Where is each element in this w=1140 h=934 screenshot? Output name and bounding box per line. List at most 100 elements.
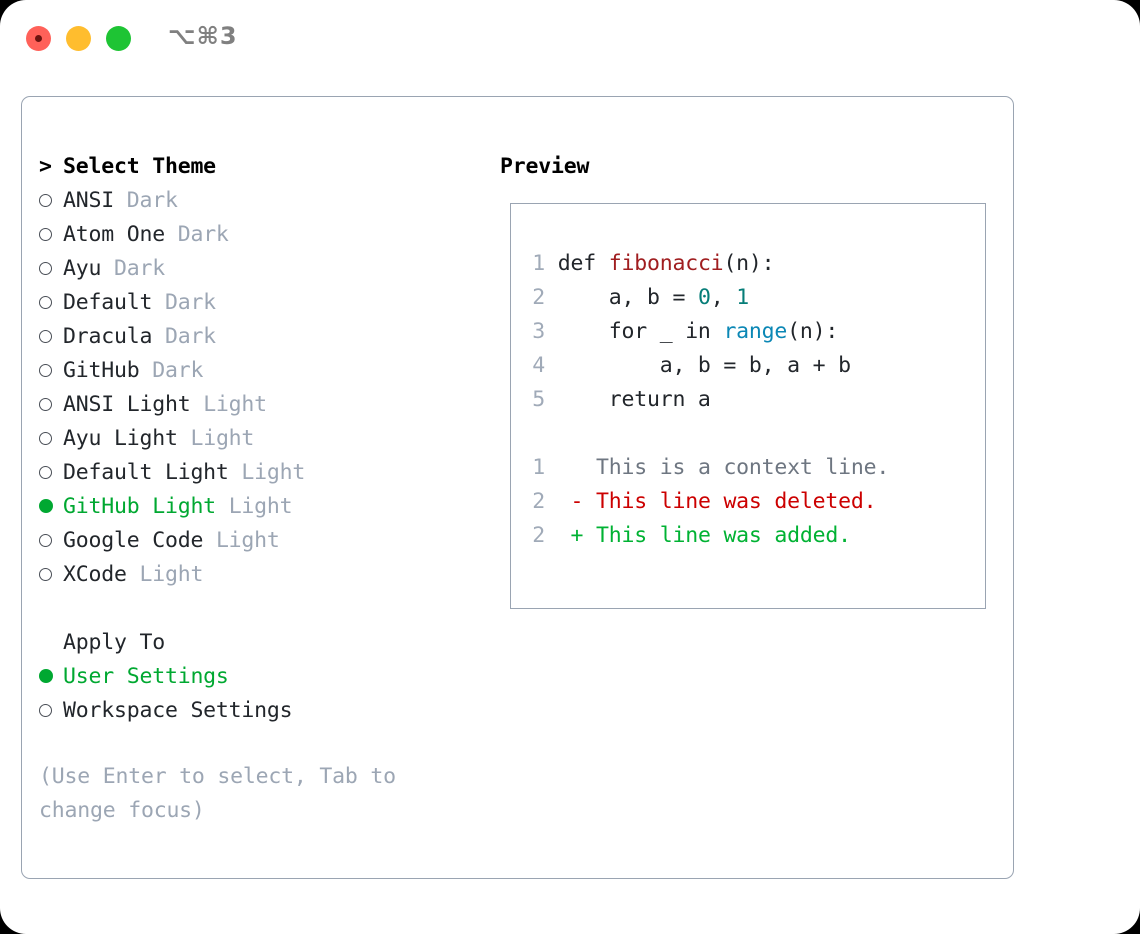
list-spacer bbox=[39, 592, 479, 626]
diff-text: This line was deleted. bbox=[596, 489, 877, 514]
theme-option-google-code[interactable]: Google Code Light bbox=[39, 524, 479, 558]
cursor-caret-icon: > bbox=[39, 154, 52, 179]
theme-variant-tag: Light bbox=[139, 562, 204, 587]
code-line: 5 return a bbox=[523, 383, 889, 417]
theme-option-label: Default bbox=[63, 290, 165, 315]
code-line-number: 2 bbox=[532, 285, 545, 310]
maximize-window-button[interactable] bbox=[106, 26, 131, 51]
radio-unselected-icon bbox=[39, 354, 63, 388]
theme-variant-tag: Light bbox=[203, 392, 267, 417]
apply-to-option-label: Workspace Settings bbox=[63, 698, 293, 723]
radio-unselected-icon bbox=[39, 694, 63, 728]
theme-option-label: Dracula bbox=[63, 324, 165, 349]
theme-option-default[interactable]: Default Dark bbox=[39, 286, 479, 320]
code-token: (n): bbox=[723, 251, 775, 276]
code-token: (n): bbox=[787, 319, 839, 344]
diff-sign: - bbox=[570, 489, 596, 514]
apply-to-option-workspace-settings[interactable]: Workspace Settings bbox=[39, 694, 479, 728]
diff-line: 2 + This line was added. bbox=[523, 519, 889, 553]
code-token: a, b = b, a + b bbox=[557, 353, 851, 378]
theme-option-ayu-light[interactable]: Ayu Light Light bbox=[39, 422, 479, 456]
theme-option-label: Google Code bbox=[63, 528, 216, 553]
theme-option-label: Ayu bbox=[63, 256, 114, 281]
theme-option-label: Atom One bbox=[63, 222, 178, 247]
theme-variant-tag: Light bbox=[215, 528, 280, 553]
apply-to-option-user-settings[interactable]: User Settings bbox=[39, 660, 479, 694]
theme-variant-tag: Light bbox=[228, 494, 293, 519]
keyboard-shortcut-label: ⌥⌘3 bbox=[168, 22, 238, 50]
code-line-number: 3 bbox=[532, 319, 545, 344]
code-token: for _ in bbox=[557, 319, 724, 344]
theme-list-heading: > Select Theme bbox=[39, 150, 479, 184]
diff-sign: + bbox=[570, 523, 596, 548]
apply-to-heading-label: Apply To bbox=[63, 630, 165, 655]
theme-variant-tag: Dark bbox=[177, 222, 229, 247]
radio-selected-icon bbox=[39, 490, 63, 524]
theme-option-dracula[interactable]: Dracula Dark bbox=[39, 320, 479, 354]
code-line-number: 1 bbox=[532, 251, 545, 276]
theme-variant-tag: Dark bbox=[164, 290, 216, 315]
preview-column: Preview 1 def fibonacci(n):2 a, b = 0, 1… bbox=[500, 150, 1000, 609]
theme-list-heading-label: Select Theme bbox=[63, 154, 216, 179]
radio-unselected-icon bbox=[39, 252, 63, 286]
diff-line: 2 - This line was deleted. bbox=[523, 485, 889, 519]
theme-option-github[interactable]: GitHub Dark bbox=[39, 354, 479, 388]
radio-unselected-icon bbox=[39, 456, 63, 490]
radio-unselected-icon bbox=[39, 388, 63, 422]
title-bar: ⌥⌘3 bbox=[0, 0, 1140, 78]
diff-line: 1 This is a context line. bbox=[523, 451, 889, 485]
radio-unselected-icon bbox=[39, 422, 63, 456]
theme-variant-tag: Dark bbox=[164, 324, 216, 349]
code-line-number: 5 bbox=[532, 387, 545, 412]
code-line-number: 4 bbox=[532, 353, 545, 378]
code-token: 0 bbox=[697, 285, 711, 310]
theme-option-default-light[interactable]: Default Light Light bbox=[39, 456, 479, 490]
diff-text: This is a context line. bbox=[596, 455, 890, 480]
apply-to-heading: Apply To bbox=[39, 626, 479, 660]
code-token: def bbox=[557, 251, 609, 276]
theme-option-ayu[interactable]: Ayu Dark bbox=[39, 252, 479, 286]
theme-option-atom-one[interactable]: Atom One Dark bbox=[39, 218, 479, 252]
theme-option-label: ANSI bbox=[63, 188, 127, 213]
code-token: fibonacci bbox=[608, 251, 724, 276]
theme-option-label: GitHub Light bbox=[63, 494, 229, 519]
radio-unselected-icon bbox=[39, 286, 63, 320]
theme-option-label: ANSI Light bbox=[63, 392, 204, 417]
radio-unselected-icon bbox=[39, 558, 63, 592]
theme-variant-tag: Dark bbox=[126, 188, 178, 213]
preview-title: Preview bbox=[500, 154, 590, 179]
code-token: return a bbox=[557, 387, 711, 412]
diff-line-number: 1 bbox=[532, 455, 545, 480]
code-blank-line bbox=[523, 417, 889, 451]
theme-option-ansi[interactable]: ANSI Dark bbox=[39, 184, 479, 218]
radio-unselected-icon bbox=[39, 320, 63, 354]
theme-option-label: XCode bbox=[63, 562, 140, 587]
code-token: range bbox=[723, 319, 788, 344]
radio-unselected-icon bbox=[39, 524, 63, 558]
close-window-button[interactable] bbox=[26, 26, 51, 51]
minimize-window-button[interactable] bbox=[66, 26, 91, 51]
keyboard-hint-text: (Use Enter to select, Tab to change focu… bbox=[39, 764, 396, 823]
diff-sign bbox=[571, 455, 597, 480]
diff-line-number: 2 bbox=[532, 523, 545, 548]
theme-option-xcode[interactable]: XCode Light bbox=[39, 558, 479, 592]
theme-variant-tag: Light bbox=[241, 460, 306, 485]
theme-variant-tag: Light bbox=[190, 426, 255, 451]
code-token: , bbox=[710, 285, 737, 310]
code-token: a, b = bbox=[557, 285, 698, 310]
theme-option-github-light[interactable]: GitHub Light Light bbox=[39, 490, 479, 524]
theme-option-label: Default Light bbox=[63, 460, 242, 485]
apply-to-option-label: User Settings bbox=[63, 664, 229, 689]
theme-option-ansi-light[interactable]: ANSI Light Light bbox=[39, 388, 479, 422]
code-token: 1 bbox=[736, 285, 749, 310]
theme-option-label: GitHub bbox=[63, 358, 153, 383]
radio-selected-icon bbox=[39, 660, 63, 694]
code-line: 3 for _ in range(n): bbox=[523, 315, 889, 349]
code-line: 4 a, b = b, a + b bbox=[523, 349, 889, 383]
